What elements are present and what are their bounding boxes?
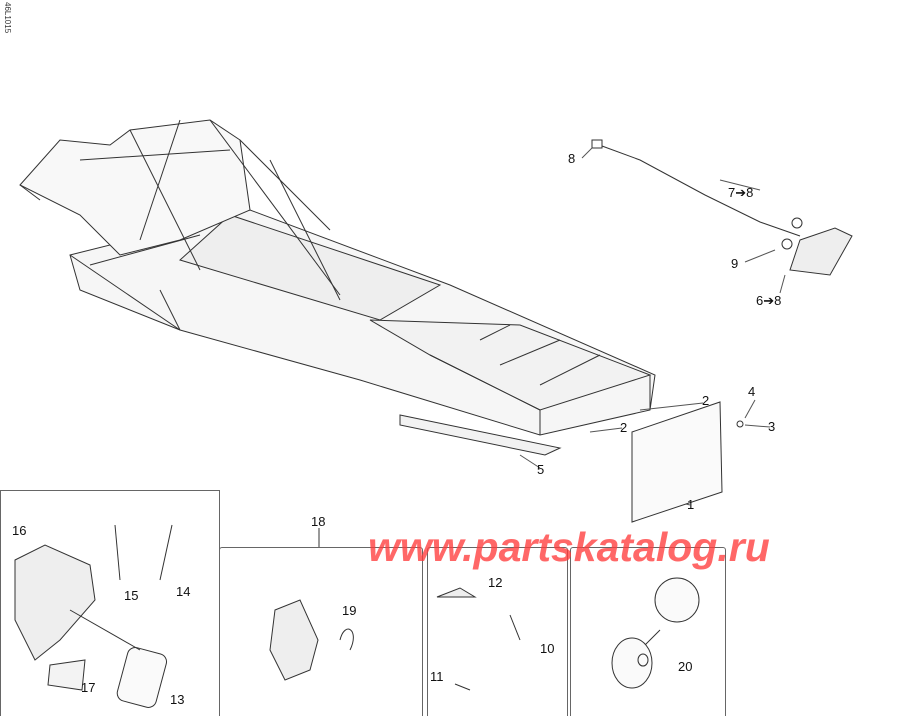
panel-part-20 bbox=[570, 547, 726, 716]
panel-part-18 bbox=[219, 547, 423, 716]
callout-8: 8 bbox=[568, 151, 576, 166]
callout-5: 5 bbox=[537, 462, 545, 477]
callout-7: 7➔8 bbox=[728, 185, 754, 200]
callout-1: 1 bbox=[687, 497, 695, 512]
callout-13: 13 bbox=[170, 692, 185, 707]
callout-9: 9 bbox=[731, 256, 739, 271]
taillight-assembly bbox=[591, 139, 853, 276]
callout-2a: 2 bbox=[702, 393, 710, 408]
callout-11: 11 bbox=[430, 669, 444, 684]
callout-12: 12 bbox=[488, 575, 503, 590]
tool-kit-drawings bbox=[14, 524, 173, 708]
part-18-drawing bbox=[269, 528, 354, 681]
panel-parts-10-12 bbox=[427, 547, 568, 716]
washer bbox=[736, 420, 744, 428]
callout-10: 10 bbox=[540, 641, 555, 656]
parts-10-12-drawing bbox=[436, 587, 521, 691]
callout-14: 14 bbox=[176, 584, 191, 599]
chassis-frame bbox=[19, 119, 656, 436]
callout-20: 20 bbox=[678, 659, 693, 674]
part-20-drawing bbox=[611, 577, 700, 689]
watermark: www.partskatalog.ru bbox=[368, 524, 770, 570]
callout-18: 18 bbox=[311, 514, 326, 529]
flap-bracket bbox=[399, 414, 562, 456]
callout-16: 16 bbox=[12, 523, 27, 538]
callout-3: 3 bbox=[768, 419, 776, 434]
callout-15: 15 bbox=[124, 588, 139, 603]
callout-6: 6➔8 bbox=[756, 293, 782, 308]
callout-17: 17 bbox=[81, 680, 96, 695]
mud-flap bbox=[631, 401, 723, 523]
callout-4: 4 bbox=[748, 384, 756, 399]
callout-2b: 2 bbox=[620, 420, 628, 435]
callout-19: 19 bbox=[342, 603, 357, 618]
